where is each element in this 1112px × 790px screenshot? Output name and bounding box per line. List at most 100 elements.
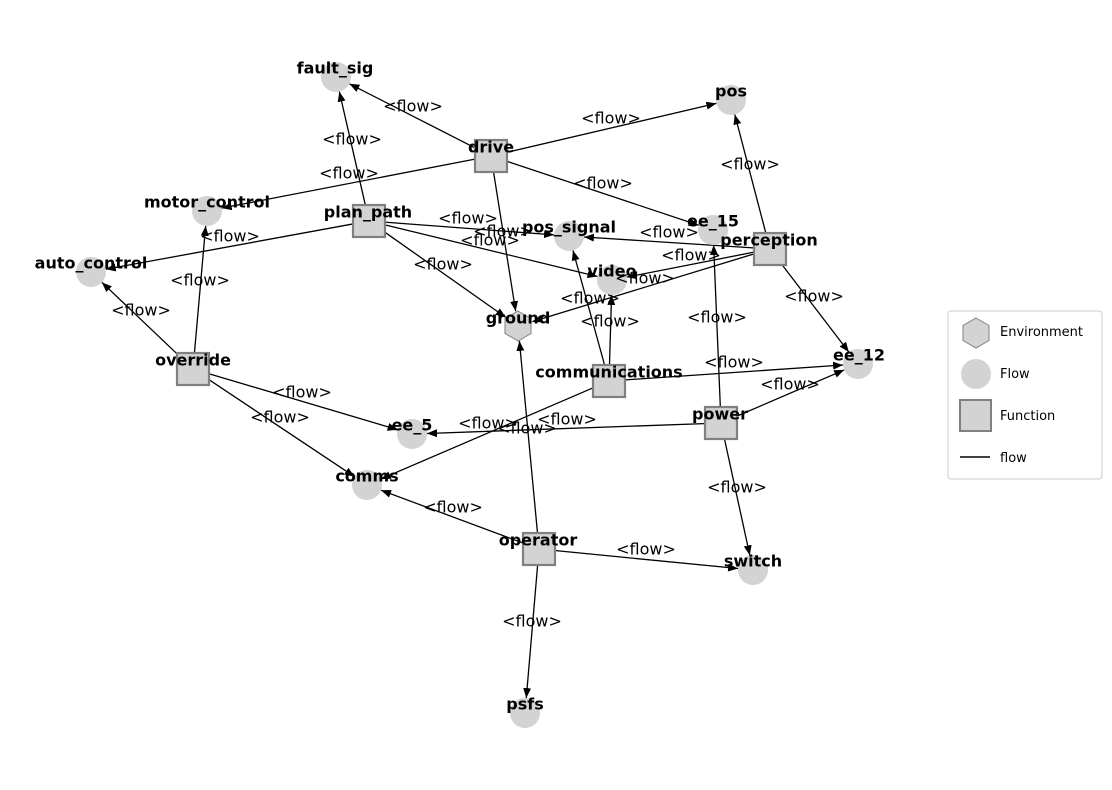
edge-label: <flow> xyxy=(413,255,473,274)
legend-label: Environment xyxy=(1000,325,1083,340)
flow-node-ee_15 xyxy=(698,215,728,245)
legend: Environment Flow Function flow xyxy=(947,310,1103,480)
node-label-comms: comms xyxy=(335,467,398,486)
edge-power-to-ee_5 xyxy=(426,422,705,438)
edge-perception-to-video xyxy=(626,251,754,280)
flow-node-switch xyxy=(738,555,768,585)
node-label-perception: perception xyxy=(720,231,818,250)
legend-label: flow xyxy=(1000,451,1027,466)
edge-label: <flow> xyxy=(573,174,633,193)
node-label-ee_5: ee_5 xyxy=(392,416,433,435)
edge-override-to-comms xyxy=(206,377,355,478)
edge-label: <flow> xyxy=(250,408,310,427)
edge-drive-to-pos xyxy=(507,101,717,153)
edge-label: <flow> xyxy=(200,227,260,246)
edge-override-to-motor_control xyxy=(193,225,209,353)
edge-label: <flow> xyxy=(458,414,518,433)
node-label-auto_control: auto_control xyxy=(35,254,148,273)
edge-operator-to-switch xyxy=(555,550,739,572)
edge-power-to-ee_12 xyxy=(736,369,845,417)
node-label-operator: operator xyxy=(499,531,578,550)
edge-label: <flow> xyxy=(704,353,764,372)
edge-label: <flow> xyxy=(111,301,171,320)
edge-label: <flow> xyxy=(760,375,820,394)
edge-label: <flow> xyxy=(784,287,844,306)
edge-label: <flow> xyxy=(580,312,640,331)
node-label-pos: pos xyxy=(715,82,747,101)
function-node-plan_path xyxy=(351,203,387,239)
edge-label: <flow> xyxy=(473,222,533,241)
function-node-drive xyxy=(473,138,509,174)
edge-power-to-ee_15 xyxy=(710,244,721,407)
legend-label: Flow xyxy=(1000,367,1030,382)
legend-item-function: Function xyxy=(959,399,1055,432)
flow-node-psfs xyxy=(510,698,540,728)
edge-perception-to-ground xyxy=(532,253,754,323)
node-label-plan_path: plan_path xyxy=(324,203,412,222)
edge-label: <flow> xyxy=(438,209,498,228)
node-label-switch: switch xyxy=(724,552,782,571)
edge-label: <flow> xyxy=(707,478,767,497)
flow-node-pos xyxy=(716,85,746,115)
edge-labels-layer: <flow><flow><flow><flow><flow><flow><flo… xyxy=(111,97,844,631)
node-label-drive: drive xyxy=(468,138,514,157)
edge-operator-to-ground xyxy=(516,340,539,533)
edges-layer xyxy=(101,83,850,699)
edge-communications-to-pos_signal xyxy=(571,250,606,365)
edge-drive-to-fault_sig xyxy=(349,83,477,149)
edge-operator-to-psfs xyxy=(523,565,539,699)
flow-node-motor_control xyxy=(192,196,222,226)
edge-label: <flow> xyxy=(581,109,641,128)
node-label-pos_signal: pos_signal xyxy=(522,218,616,237)
node-label-power: power xyxy=(692,405,748,424)
edge-label: <flow> xyxy=(497,419,557,438)
function-node-communications xyxy=(591,363,627,399)
edge-drive-to-motor_control xyxy=(221,158,475,211)
edge-power-to-switch xyxy=(723,439,752,556)
edge-label: <flow> xyxy=(423,498,483,517)
edge-communications-to-comms xyxy=(380,387,594,480)
legend-hexagon-icon xyxy=(962,317,990,349)
edge-drive-to-ee_15 xyxy=(506,160,699,226)
flow-node-ee_5 xyxy=(397,419,427,449)
edge-perception-to-pos_signal xyxy=(583,233,754,249)
function-node-operator xyxy=(521,531,557,567)
function-node-power xyxy=(703,405,739,441)
legend-item-edge: flow xyxy=(960,451,1027,466)
node-label-override: override xyxy=(155,351,231,370)
node-label-ee_12: ee_12 xyxy=(833,346,885,365)
edge-label: <flow> xyxy=(460,231,520,250)
flow-node-fault_sig xyxy=(321,62,351,92)
flow-node-auto_control xyxy=(76,257,106,287)
legend-frame xyxy=(947,310,1103,480)
edge-label: <flow> xyxy=(272,383,332,402)
edge-communications-to-video xyxy=(607,294,616,365)
edge-plan_path-to-fault_sig xyxy=(337,91,366,205)
edge-label: <flow> xyxy=(616,540,676,559)
flow-node-pos_signal xyxy=(554,221,584,251)
edge-override-to-auto_control xyxy=(101,281,182,358)
edge-label: <flow> xyxy=(615,269,675,288)
function-node-perception xyxy=(752,231,788,267)
flow-node-ee_12 xyxy=(843,349,873,379)
edge-label: <flow> xyxy=(319,164,379,183)
legend-item-flow: Flow xyxy=(961,359,1030,389)
edge-perception-to-ee_12 xyxy=(779,262,850,353)
edge-drive-to-ground xyxy=(493,172,519,312)
node-label-psfs: psfs xyxy=(506,695,543,714)
edge-label: <flow> xyxy=(170,271,230,290)
node-label-fault_sig: fault_sig xyxy=(297,59,374,78)
edge-plan_path-to-video xyxy=(385,224,598,278)
flow-node-comms xyxy=(352,470,382,500)
edge-communications-to-ee_12 xyxy=(625,361,844,381)
edge-perception-to-pos xyxy=(733,114,767,233)
legend-item-environment: Environment xyxy=(962,317,1083,349)
flow-node-video xyxy=(597,265,627,295)
edge-label: <flow> xyxy=(687,308,747,327)
legend-circle-icon xyxy=(961,359,991,389)
edge-label: <flow> xyxy=(720,155,780,174)
node-label-motor_control: motor_control xyxy=(144,193,270,212)
edge-label: <flow> xyxy=(537,410,597,429)
edge-label: <flow> xyxy=(560,289,620,308)
